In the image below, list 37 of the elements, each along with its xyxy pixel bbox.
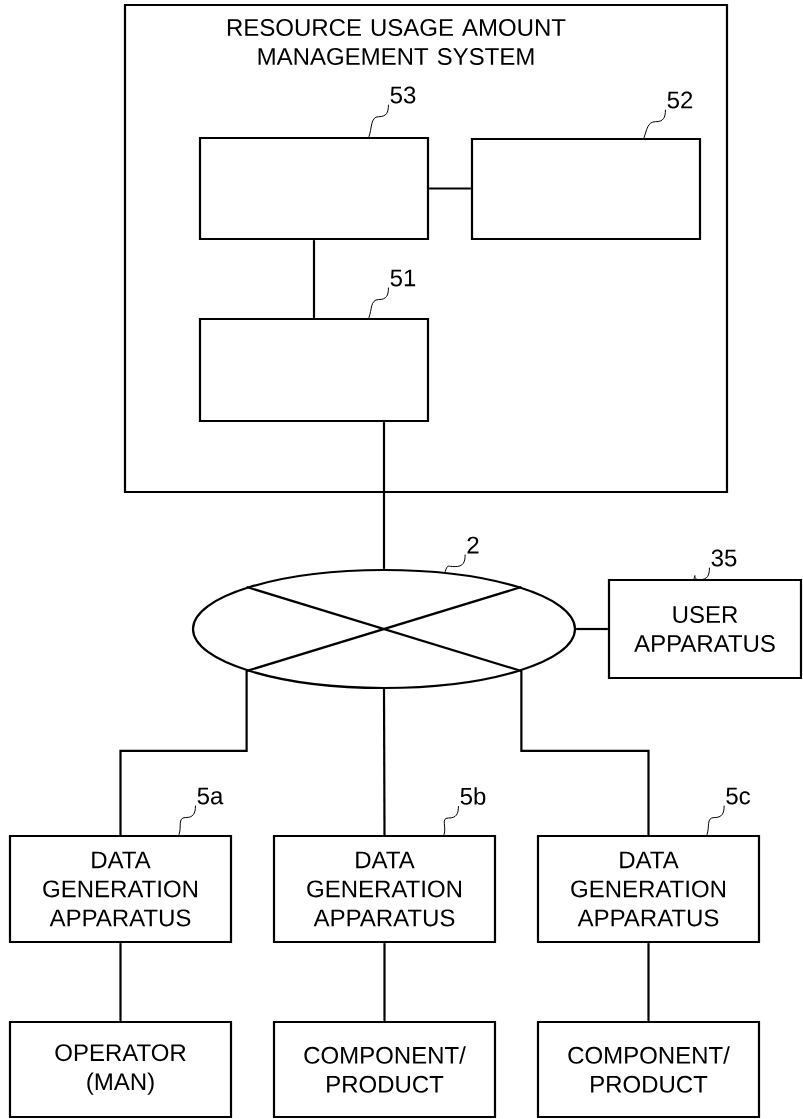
connector-line	[647, 943, 650, 1021]
connector-line	[119, 943, 122, 1021]
connector-line	[576, 627, 608, 631]
leader-line	[443, 805, 459, 836]
callout-number: 52	[667, 91, 693, 109]
callout-number: 35	[711, 549, 737, 567]
apparatus-box: DATA GENERATION APPARATUS	[272, 834, 497, 944]
callout-number: 5a	[197, 787, 224, 805]
empty-box	[198, 317, 430, 423]
empty-box	[198, 136, 430, 241]
connector-line	[382, 689, 386, 835]
apparatus-box: OPERATOR (MAN)	[8, 1020, 233, 1119]
empty-box	[470, 137, 702, 241]
apparatus-box: COMPONENT/ PRODUCT	[536, 1020, 761, 1119]
leader-line	[178, 805, 196, 836]
connector-line	[312, 240, 316, 318]
leader-line	[368, 287, 389, 319]
leader-line	[706, 805, 725, 836]
callout-number: 51	[390, 269, 416, 287]
leader-line	[643, 109, 666, 139]
callout-number: 5b	[460, 787, 486, 805]
connector-line	[382, 422, 386, 569]
connector-line	[383, 943, 386, 1021]
apparatus-box: COMPONENT/ PRODUCT	[272, 1020, 497, 1119]
callout-number: 53	[390, 86, 416, 104]
connector-line	[119, 671, 248, 835]
leader-line	[368, 104, 389, 138]
leader-line	[444, 554, 466, 573]
apparatus-box: DATA GENERATION APPARATUS	[8, 834, 233, 944]
callout-number: 2	[467, 536, 479, 554]
apparatus-box: USER APPARATUS	[607, 578, 803, 680]
callout-number: 5c	[726, 787, 751, 805]
connector-line	[520, 671, 650, 835]
connector-line	[429, 187, 471, 190]
apparatus-box: DATA GENERATION APPARATUS	[536, 834, 761, 944]
network-ellipse	[191, 568, 577, 690]
leader-line	[693, 567, 710, 581]
